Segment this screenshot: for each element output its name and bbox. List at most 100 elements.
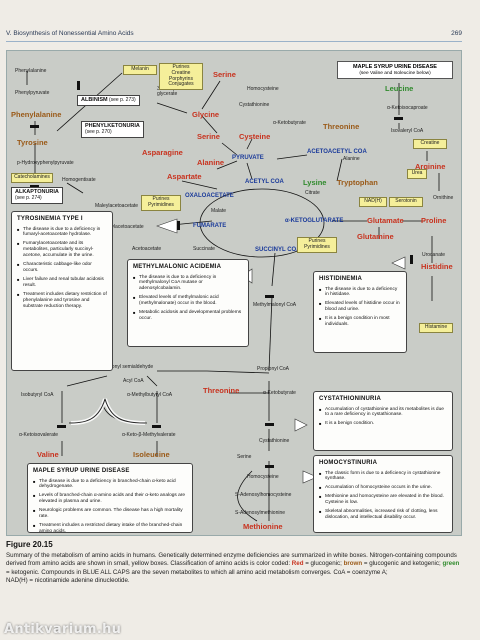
running-head: V. Biosynthesis of Nonessential Amino Ac… bbox=[6, 30, 462, 42]
label-isobutyryl-coa: Isobutyryl CoA bbox=[21, 392, 54, 398]
list-item: Elevated levels of methylmalonic acid (m… bbox=[133, 295, 243, 307]
aa-asparagine: Asparagine bbox=[142, 148, 183, 157]
disease-tyrosinemia: TYROSINEMIA TYPE I The disease is due to… bbox=[11, 211, 113, 371]
aa-valine: Valine bbox=[37, 450, 59, 459]
label-fumarylacetoacetate: Fumarylacetoacetate bbox=[97, 224, 144, 230]
aa-leucine: Leucine bbox=[385, 84, 414, 93]
label-propionyl-coa: Propionyl CoA bbox=[257, 366, 289, 372]
pathway-lines bbox=[26, 71, 440, 522]
metabolism-diagram: Phenylalanine Phenylpyruvate 3-Phospho- … bbox=[6, 50, 462, 536]
label-phenylalanine-small: Phenylalanine bbox=[15, 68, 47, 74]
nbox-melanin: Melanin bbox=[123, 65, 157, 75]
watermark: Antikvarium.hu bbox=[4, 622, 122, 637]
list-item: Methionine and homocysteine are elevated… bbox=[319, 494, 447, 506]
aa-threonine-mid: Threonine bbox=[203, 386, 240, 395]
label-keto-methylvalerate: α-Keto-β-Methylvalerate bbox=[122, 432, 176, 438]
aa-tyrosine: Tyrosine bbox=[17, 138, 48, 147]
label-hydroxyphenylpyruvate: p-Hydroxyphenylpyruvate bbox=[17, 160, 74, 166]
aa-glutamate: Glutamate bbox=[367, 216, 404, 225]
label-cystathionine-mid: Cystathionine bbox=[259, 438, 290, 444]
block-alkaptonuria-bar bbox=[30, 185, 39, 188]
figure-title: Figure 20.15 bbox=[6, 540, 53, 549]
nbox-purines-pyrimidines-1: Purines Pyrimidines bbox=[141, 195, 181, 211]
aa-methionine: Methionine bbox=[243, 522, 283, 531]
list-item: The classic form is due to a deficiency … bbox=[319, 471, 447, 483]
list-item: It is a benign condition. bbox=[319, 421, 447, 427]
label-urocanate: Urocanate bbox=[422, 252, 446, 258]
metabolite-pyruvate: PYRUVATE bbox=[232, 155, 264, 161]
label-cystathionine-top: Cystathionine bbox=[239, 102, 270, 108]
figure-caption: Figure 20.15 Summary of the metabolism o… bbox=[6, 540, 462, 585]
label-ketobutyrate-top: α-Ketobutyrate bbox=[273, 120, 306, 126]
block-methylmalonic-bar bbox=[265, 295, 274, 298]
nbox-urea: Urea bbox=[407, 169, 427, 179]
label-homocysteine-top: Homocysteine bbox=[247, 86, 279, 92]
aa-aspartate: Aspartate bbox=[167, 172, 202, 181]
list-item: Skeletal abnormalities, increased risk o… bbox=[319, 509, 447, 521]
list-item: Accumulation of cystathionine and its me… bbox=[319, 407, 447, 419]
disease-cystathioninuria: CYSTATHIONINURIA Accumulation of cystath… bbox=[313, 391, 453, 451]
aa-cysteine: Cysteine bbox=[239, 132, 271, 141]
list-item: Accumulation of homocysteine occurs in t… bbox=[319, 485, 447, 491]
block-msud-leucine-bar bbox=[394, 117, 403, 120]
label-methylmalonyl-semialdehyde: Methylmalonyl semialdehyde bbox=[89, 364, 154, 370]
nbox-catecholamines: Catecholamines bbox=[11, 173, 53, 183]
disease-histidinemia: HISTIDINEMIA The disease is due to a def… bbox=[313, 271, 407, 353]
legend-red: Red bbox=[291, 560, 304, 568]
aa-arginine: Arginine bbox=[415, 162, 446, 171]
block-msud-valine-bar bbox=[57, 425, 66, 428]
nbox-serotonin: Serotonin bbox=[389, 197, 423, 207]
list-item: Elevated levels of histidine occur in bl… bbox=[319, 301, 401, 313]
label-alanine-tiny: Alanine bbox=[343, 156, 360, 162]
block-histidinemia-bar bbox=[410, 255, 413, 264]
label-ketobutyrate-mid: α-Ketobutyrate bbox=[263, 390, 296, 396]
list-item: Metabolic acidosis and developmental pro… bbox=[133, 310, 243, 322]
nbox-nadh: NAD(H) bbox=[359, 197, 387, 207]
list-item: The disease is due to a deficiency in fu… bbox=[17, 227, 107, 239]
list-item: The disease is due to a deficiency in hi… bbox=[319, 287, 401, 299]
aa-alanine: Alanine bbox=[197, 158, 225, 167]
section-title: V. Biosynthesis of Nonessential Amino Ac… bbox=[6, 30, 134, 37]
label-phenylpyruvate: Phenylpyruvate bbox=[15, 90, 50, 96]
metabolite-acetoacetyl-coa: ACETOACETYL COA bbox=[307, 149, 367, 155]
disease-methylmalonic-acidemia: METHYLMALONIC ACIDEMIA The disease is du… bbox=[127, 259, 249, 347]
list-item: It is a benign condition in most individ… bbox=[319, 316, 401, 328]
aa-phenylalanine: Phenylalanine bbox=[11, 110, 62, 119]
tag-phenylketonuria: PHENYLKETONURIA(see p. 270) bbox=[81, 121, 144, 138]
aa-serine-mid: Serine bbox=[197, 132, 220, 141]
label-succinate: Succinate bbox=[193, 246, 215, 252]
label-homocysteine-mid: Homocysteine bbox=[247, 474, 279, 480]
label-acyl-coa: Acyl CoA bbox=[123, 378, 144, 384]
metabolite-ketoglutarate: α-KETOGLUTARATE bbox=[285, 218, 344, 224]
aa-isoleucine: Isoleucine bbox=[133, 450, 170, 459]
metabolite-fumarate: FUMARATE bbox=[193, 223, 227, 229]
block-cystathioninuria-bar bbox=[265, 423, 274, 426]
nbox-histamine: Histamine bbox=[419, 323, 453, 333]
nbox-purines-pyrimidines-2: Purines Pyrimidines bbox=[297, 237, 337, 253]
aa-tryptophan: Tryptophan bbox=[337, 178, 378, 187]
label-isovaleryl-coa: Isovaleryl CoA bbox=[391, 128, 424, 134]
label-methylmalonyl-coa: Methylmalonyl CoA bbox=[253, 302, 297, 308]
block-homocystinuria-bar bbox=[265, 465, 274, 468]
aa-glycine: Glycine bbox=[192, 110, 220, 119]
nbox-purines-creatine: Purines Creatine Porphyrins Conjugates bbox=[159, 63, 203, 90]
block-pku-bar bbox=[30, 125, 39, 128]
metabolite-acetyl-coa: ACETYL COA bbox=[245, 179, 284, 185]
disease-homocystinuria: HOMOCYSTINURIA The classic form is due t… bbox=[313, 455, 453, 533]
list-item: Treatment includes dietary restriction o… bbox=[17, 292, 107, 310]
list-item: Fumarylacetoacetate and its metabolites,… bbox=[17, 241, 107, 259]
label-ketoisocaproate: α-Ketoisocaproate bbox=[387, 105, 428, 111]
list-item: Liver failure and renal tubular acidosis… bbox=[17, 277, 107, 289]
label-ornithine: Ornithine bbox=[433, 195, 454, 201]
aa-serine-top: Serine bbox=[213, 70, 236, 79]
caption-text: Summary of the metabolism of amino acids… bbox=[6, 551, 460, 576]
label-homogentisate: Homogentisate bbox=[62, 177, 96, 183]
tag-albinism: ALBINISM (see p. 273) bbox=[77, 95, 140, 106]
label-s-adenosylhomocysteine: S-Adenosylhomocysteine bbox=[235, 492, 292, 498]
legend-brown: brown bbox=[343, 560, 363, 568]
aa-threonine-top: Threonine bbox=[323, 122, 360, 131]
list-item: Levels of branched-chain α-amino acids a… bbox=[33, 493, 187, 505]
label-ketoisovalerate: α-Ketoisovalerate bbox=[19, 432, 59, 438]
block-tyrosinemia-bar bbox=[177, 221, 180, 230]
